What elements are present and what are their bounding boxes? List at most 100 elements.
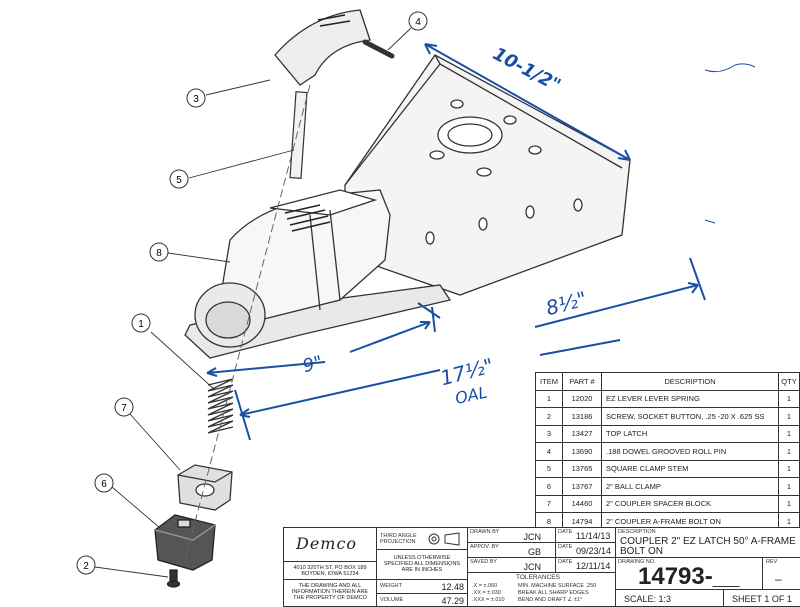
saved-by-value: JCN: [523, 562, 542, 572]
bom-item: 7: [535, 494, 563, 513]
description-label: DESCRIPTION: [618, 529, 656, 535]
bom-part: 13690: [562, 442, 602, 461]
projection-symbol-icon: [428, 532, 460, 546]
bom-part: 13186: [562, 407, 602, 426]
clamp-stem: [289, 91, 308, 179]
bom-item: 3: [535, 424, 563, 443]
balloon-6: 6: [94, 473, 114, 493]
oal-label: OAL: [453, 383, 489, 408]
bom-desc: SCREW, SOCKET BUTTON, .25 -20 X .625 SS: [601, 407, 779, 426]
property-note: THE DRAWING AND ALL INFORMATION THEREIN …: [291, 583, 369, 601]
tolerances-cell: TOLERANCES .X = ±.060 .XX = ±.030 .XXX =…: [468, 573, 616, 607]
sheet-value: SHEET 1 OF 1: [732, 594, 792, 604]
bom-desc: SQUARE CLAMP STEM: [601, 459, 779, 478]
socket-screw: [166, 569, 181, 588]
bom-header-description: DESCRIPTION: [601, 372, 779, 391]
balloon-7: 7: [114, 397, 134, 417]
balloon-4-label: 4: [415, 17, 421, 28]
bom-qty: 1: [778, 424, 800, 443]
weight-value: 12.48: [441, 582, 464, 592]
balloon-8-label: 8: [156, 248, 162, 259]
bom-desc: EZ LEVER LEVER SPRING: [601, 389, 779, 408]
revision-value: –: [775, 572, 782, 586]
company-logo: Demco: [296, 534, 358, 553]
bom-item: 4: [535, 442, 563, 461]
balloon-leaders: [94, 27, 412, 578]
description-cell: DESCRIPTION COUPLER 2" EZ LATCH 50° A-FR…: [616, 528, 800, 558]
bom-qty: 1: [778, 407, 800, 426]
drawn-by-cell: DRAWN BY JCN: [468, 528, 556, 543]
a-frame-plate: [344, 54, 631, 296]
volume-value: 47.29: [441, 596, 464, 606]
ball-clamp: [154, 514, 216, 571]
bom-part: 14460: [562, 494, 602, 513]
dim-overall-label: 17½": [438, 353, 496, 390]
balloon-5: 5: [169, 169, 189, 189]
bom-item: 5: [535, 459, 563, 478]
saved-by-cell: SAVED BY JCN: [468, 558, 556, 573]
roll-pin: [362, 39, 395, 59]
date-drawn-value: 11/14/13: [576, 531, 611, 541]
tolerances-label: TOLERANCES: [516, 574, 560, 581]
lever-spring: [207, 378, 234, 434]
scale-cell: SCALE: 1:3: [616, 590, 724, 607]
drawn-by-value: JCN: [523, 532, 542, 542]
drawing-number-cell: DRAWING NO. 14793-__: [616, 558, 763, 590]
bom-part: 13427: [562, 424, 602, 443]
balloon-2-label: 2: [83, 561, 89, 572]
bom-header-part: PART #: [562, 372, 602, 391]
balloon-1: 1: [131, 313, 151, 333]
bom-qty: 1: [778, 512, 800, 531]
balloon-4: 4: [408, 11, 428, 31]
date-drawn-cell: DATE 11/14/13: [556, 528, 616, 543]
revision-label: REV: [766, 559, 778, 565]
bom-qty: 1: [778, 442, 800, 461]
bom-header-qty: QTY: [778, 372, 800, 391]
bom-header-row: ITEM PART # DESCRIPTION QTY: [535, 372, 800, 391]
date-saved-cell: DATE 12/11/14: [556, 558, 616, 573]
balloon-3-label: 3: [193, 94, 199, 105]
units-note: UNLESS OTHERWISE SPECIFIED ALL DIMENSION…: [383, 555, 461, 573]
saved-by-label: SAVED BY: [470, 559, 498, 565]
date-approved-value: 09/23/14: [576, 546, 612, 556]
address-cell: 4010 320TH ST, PO BOX 189 BOYDEN, IOWA 5…: [284, 562, 377, 580]
date-saved-value: 12/11/14: [576, 561, 611, 571]
bom-qty: 1: [778, 494, 800, 513]
bom-part: 13767: [562, 477, 602, 496]
tolerance-note-3: BEND AND DRAFT ∠ ±1°: [518, 597, 583, 603]
sheet-cell: SHEET 1 OF 1: [724, 590, 800, 607]
balloon-8: 8: [149, 242, 169, 262]
approved-by-cell: APPOV. BY GB: [468, 543, 556, 558]
handwritten-dimensions: [206, 43, 756, 441]
projection-label: THIRD ANGLE PROJECTION: [380, 533, 417, 545]
coupler-body: [184, 189, 452, 359]
date-saved-label: DATE: [558, 559, 573, 565]
drawing-number: 14793-__: [638, 563, 740, 590]
bom-part: 12020: [562, 389, 602, 408]
bom-desc: 2" BALL CLAMP: [601, 477, 779, 496]
dim-top-label: 10-1/2": [489, 43, 564, 96]
balloon-3: 3: [186, 88, 206, 108]
bom-item: 6: [535, 477, 563, 496]
balloon-2: 2: [76, 555, 96, 575]
approved-by-label: APPOV. BY: [470, 544, 499, 550]
balloon-6-label: 6: [101, 479, 107, 490]
balloon-1-label: 1: [138, 319, 144, 330]
item-balloons: 1 2 3 4 5 6 7 8: [76, 11, 428, 575]
description-line-1: COUPLER 2" EZ LATCH 50° A-FRAME: [620, 536, 796, 547]
title-block: Demco THIRD ANGLE PROJECTION UNLESS OTHE…: [283, 527, 800, 607]
volume-cell: VOLUME 47.29: [377, 594, 468, 607]
weight-cell: WEIGHT 12.48: [377, 580, 468, 594]
tolerance-1: .X = ±.060: [472, 583, 498, 589]
date-approved-label: DATE: [558, 544, 573, 550]
dim-left-label: 9": [301, 352, 325, 377]
property-note-cell: THE DRAWING AND ALL INFORMATION THEREIN …: [284, 580, 377, 607]
logo-cell: Demco: [284, 528, 377, 562]
date-approved-cell: DATE 09/23/14: [556, 543, 616, 558]
